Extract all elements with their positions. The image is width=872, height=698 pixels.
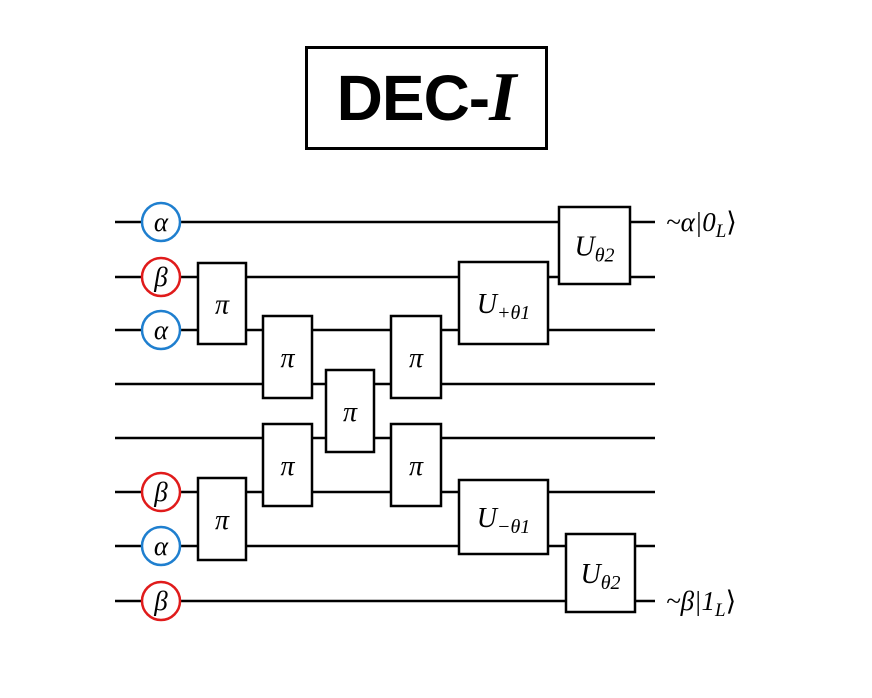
- input-node-5: [140, 471, 182, 513]
- pi-gate-1-label: π: [215, 290, 230, 321]
- pi-gate-7-label: π: [409, 451, 424, 482]
- pi-gate-6: [389, 314, 443, 400]
- u-theta2-gate-bottom-label: Uθ2: [580, 559, 620, 594]
- u-theta2-gate-bottom: [564, 532, 637, 614]
- pi-gate-2-label: π: [215, 505, 230, 536]
- title-text: DEC-: [336, 62, 490, 134]
- input-node-2: [140, 309, 182, 351]
- input-node-0: [140, 201, 182, 243]
- u-plus-theta1-gate: [457, 260, 550, 346]
- pi-gate-1: [196, 261, 248, 346]
- input-label-1: β: [153, 262, 168, 292]
- pi-gate-5-label: π: [343, 397, 358, 428]
- pi-gate-5: [324, 368, 376, 454]
- pi-gate-2: [196, 476, 248, 562]
- input-node-7: [140, 580, 182, 622]
- pi-gate-4: [261, 422, 314, 508]
- input-label-7: β: [153, 586, 168, 616]
- pi-gate-6-label: π: [409, 343, 424, 374]
- title-box: DEC-I: [305, 46, 548, 150]
- input-label-5: β: [153, 477, 168, 507]
- pi-gate-3: [261, 314, 314, 400]
- title-symbol: I: [489, 59, 517, 136]
- pi-gate-7: [389, 422, 443, 508]
- output-top: ~α|0L⟩: [666, 207, 737, 242]
- input-node-6: [140, 525, 182, 567]
- pi-gate-3-label: π: [280, 343, 295, 374]
- input-label-0: α: [154, 207, 169, 237]
- input-label-2: α: [154, 315, 169, 345]
- output-bottom: ~β|1L⟩: [666, 586, 736, 621]
- input-node-1: [140, 256, 182, 298]
- pi-gate-4-label: π: [280, 451, 295, 482]
- u-theta2-gate-top: [557, 205, 632, 286]
- input-label-6: α: [154, 531, 169, 561]
- u-minus-theta1-gate: [457, 478, 550, 556]
